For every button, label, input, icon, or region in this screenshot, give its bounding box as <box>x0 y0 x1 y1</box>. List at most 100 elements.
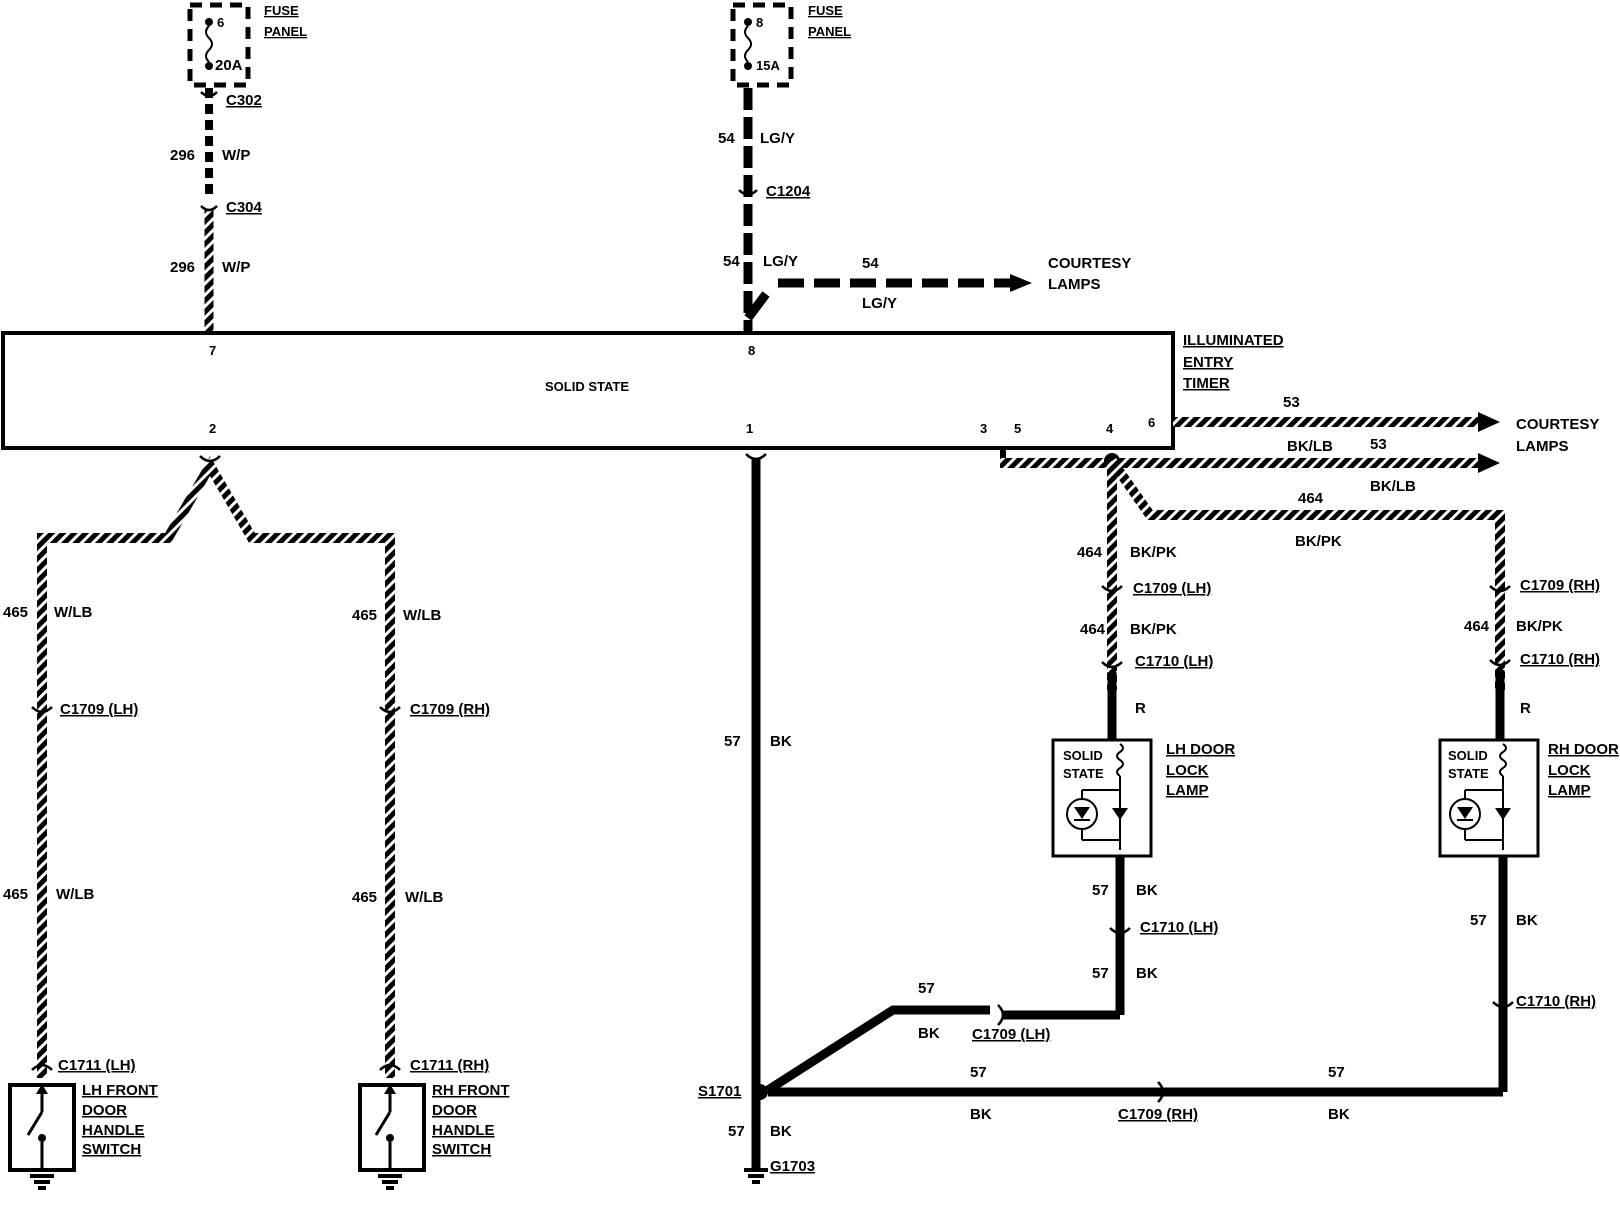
pin-number: 1 <box>746 421 753 436</box>
circuit-number: 464 <box>1298 490 1324 507</box>
circuit-number: 465 <box>352 889 377 906</box>
wire-color: W/LB <box>405 889 443 906</box>
connector-symbol <box>200 91 218 98</box>
lamp-name: LAMP <box>1548 782 1591 799</box>
wire-color: BK <box>770 733 792 750</box>
destination-label: LAMPS <box>1048 276 1101 293</box>
wire-color: BK/PK <box>1130 621 1177 638</box>
wire-color: W/P <box>222 259 250 276</box>
circuit-number: 57 <box>728 1123 745 1140</box>
circuit-number: 57 <box>724 733 741 750</box>
lamp-name: LAMP <box>1166 782 1209 799</box>
fuse-location-line2: PANEL <box>808 24 851 39</box>
wire-color: R <box>1135 700 1146 717</box>
fuse-location-line1: FUSE <box>808 3 843 18</box>
fuse-rating: 15A <box>756 58 780 73</box>
circuit-number: 464 <box>1077 544 1103 561</box>
switch-icon <box>26 1111 44 1136</box>
circuit-number: 54 <box>718 130 735 147</box>
connector-symbol <box>379 1063 401 1071</box>
fuse-location-line1: FUSE <box>264 3 299 18</box>
wire-color: W/LB <box>54 604 92 621</box>
wire-57: 57 BK 57 BK C1710 (LH) 57 BK 57 BK C1709… <box>698 453 1596 1184</box>
connector-symbol <box>200 205 218 212</box>
circuit-number: 296 <box>170 259 195 276</box>
resistor-icon <box>1499 743 1507 777</box>
switch-name: RH FRONT <box>432 1082 510 1099</box>
circuit-number: 465 <box>3 886 28 903</box>
circuit-number: 54 <box>723 253 740 270</box>
connector-symbol <box>1489 585 1511 593</box>
connector-label: C1204 <box>766 183 811 200</box>
connector-symbol <box>199 455 221 463</box>
component-name-line2: ENTRY <box>1183 354 1233 371</box>
wire-color: BK <box>970 1106 992 1123</box>
connector-label: C1710 (LH) <box>1135 653 1213 670</box>
circuit-number: 296 <box>170 147 195 164</box>
connector-symbol <box>1492 1001 1514 1009</box>
switch-name: DOOR <box>82 1102 127 1119</box>
circuit-number: 465 <box>352 607 377 624</box>
wire-465: 465 W/LB 465 W/LB C1709 (LH) C1709 (RH) … <box>3 455 490 1078</box>
connector-symbol <box>1101 585 1123 593</box>
wire-54: 54 LG/Y C1204 54 LG/Y 54 LG/Y COURTESY L… <box>718 88 1131 333</box>
connector-label: C1709 (RH) <box>1118 1106 1198 1123</box>
wire-color: BK/PK <box>1295 533 1342 550</box>
pin-number: 6 <box>1148 415 1155 430</box>
lamp-name: LOCK <box>1548 762 1591 779</box>
arrow-icon <box>1010 274 1032 292</box>
connector-label: C1710 (LH) <box>1140 919 1218 936</box>
connector-symbol <box>738 189 758 196</box>
switch-name: DOOR <box>432 1102 477 1119</box>
connector-symbol <box>379 706 401 714</box>
wire-color: W/LB <box>403 607 441 624</box>
circuit-number: 53 <box>1370 436 1387 453</box>
lamp-module-label: STATE <box>1448 766 1489 781</box>
wire-color: BK <box>1136 965 1158 982</box>
wire-color: BK <box>770 1123 792 1140</box>
circuit-number: 57 <box>1328 1064 1345 1081</box>
ground-label: G1703 <box>770 1158 815 1175</box>
wire-color: LG/Y <box>760 130 795 147</box>
diode-icon <box>1457 807 1473 819</box>
pin-number: 4 <box>1106 421 1114 436</box>
wire-53: 53 COURTESY LAMPS <box>1173 394 1599 455</box>
rh-front-door-handle-switch: RH FRONT DOOR HANDLE SWITCH <box>358 1082 510 1190</box>
connector-label: C304 <box>226 199 263 216</box>
rh-door-lock-lamp: SOLID STATE RH DOOR LOCK LAMP <box>1438 738 1619 858</box>
connector-label: C1709 (LH) <box>972 1026 1050 1043</box>
lamp-name: RH DOOR <box>1548 741 1619 758</box>
wire-color: BK/PK <box>1516 618 1563 635</box>
resistor-icon <box>1116 743 1124 777</box>
wire-color: W/LB <box>56 886 94 903</box>
wire-color: R <box>1520 700 1531 717</box>
wire-color: BK <box>918 1025 940 1042</box>
wire-color: LG/Y <box>763 253 798 270</box>
switch-name: LH FRONT <box>82 1082 158 1099</box>
destination-label: COURTESY <box>1516 416 1599 433</box>
connector-symbol <box>745 453 767 461</box>
pin-number: 5 <box>1014 421 1021 436</box>
fuse-terminal <box>744 62 752 70</box>
switch-name: HANDLE <box>432 1122 495 1139</box>
lh-door-lock-lamp: SOLID STATE LH DOOR LOCK LAMP <box>1051 738 1235 858</box>
fuse-location-line2: PANEL <box>264 24 307 39</box>
fuse-terminal <box>205 18 213 26</box>
wire-color: BK/LB <box>1287 438 1333 455</box>
arrow-icon <box>1478 412 1500 432</box>
diode-icon <box>1074 807 1090 819</box>
circuit-number: 464 <box>1080 621 1106 638</box>
switch-name: HANDLE <box>82 1122 145 1139</box>
component-name-line3: TIMER <box>1183 375 1230 392</box>
zener-icon <box>1495 808 1511 820</box>
wire-color: LG/Y <box>862 295 897 312</box>
component-name-line1: ILLUMINATED <box>1183 332 1284 349</box>
circuit-number: 465 <box>3 604 28 621</box>
connector-label: C1710 (RH) <box>1516 993 1596 1010</box>
connector-symbol <box>1489 659 1511 667</box>
illuminated-entry-timer: SOLID STATE 7 8 2 1 3 5 4 6 ILLUMINATED … <box>1 331 1284 450</box>
arrow-icon <box>1478 453 1500 473</box>
circuit-number: 57 <box>1092 965 1109 982</box>
